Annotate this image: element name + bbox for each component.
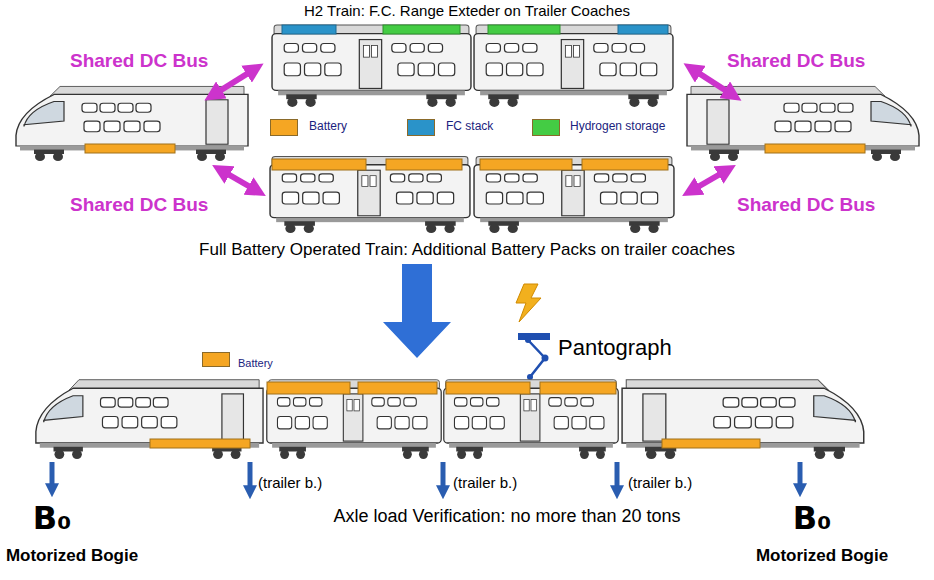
- dc-bus-arrow: [696, 173, 722, 188]
- axle-load-arrow: [50, 462, 55, 486]
- battery-pack: [358, 382, 437, 394]
- battery-pack: [582, 159, 668, 170]
- dc-bus-arrow: [226, 173, 252, 188]
- legend-swatch: [270, 119, 298, 136]
- pantograph-joint: [542, 355, 549, 362]
- battery-pack: [446, 382, 530, 394]
- axle-load-arrow: [798, 462, 803, 486]
- section-caption: Full Battery Operated Train: Additional …: [199, 240, 735, 260]
- pantograph-label: Pantograph: [558, 335, 672, 360]
- legend-text: Battery: [238, 357, 273, 370]
- battery-pack: [540, 382, 616, 394]
- dc-bus-arrow: [697, 72, 728, 92]
- axle-load-arrow: [615, 462, 620, 488]
- lightning-symbol: [516, 284, 541, 322]
- bogie-label: (trailer b.): [258, 474, 322, 491]
- bogie-label: Motorized Bogie: [6, 546, 138, 566]
- battery-pack: [267, 382, 350, 394]
- hydrogen-storage-pack: [488, 25, 560, 34]
- axle-load-arrow: [441, 462, 446, 488]
- dc-bus-arrow: [218, 72, 250, 92]
- trailer-coach: [474, 25, 673, 107]
- hydrogen-storage-pack: [383, 25, 460, 34]
- diagram-title: H2 Train: F.C. Range Exteder on Trailer …: [304, 2, 630, 19]
- motor-end-car: [36, 380, 263, 459]
- pantograph-head: [518, 333, 550, 340]
- bogie-symbol: B₀: [793, 500, 831, 537]
- trailer-coach: [270, 157, 470, 234]
- legend-text: Hydrogen storage: [570, 120, 665, 134]
- axle-load-arrow: [248, 462, 253, 488]
- trailer-coach: [474, 157, 674, 234]
- battery-pack: [765, 144, 865, 153]
- bogie-symbol: B₀: [33, 500, 71, 537]
- pantograph-joint: [525, 337, 531, 343]
- legend-text: FC stack: [446, 120, 493, 134]
- motor-end-car: [622, 380, 864, 459]
- motor-end-car: [687, 86, 919, 161]
- bogie-label: (trailer b.): [628, 474, 692, 491]
- battery-pack: [386, 159, 462, 170]
- pantograph-joint: [527, 374, 533, 380]
- bus-label: Shared DC Bus: [70, 50, 208, 72]
- trailer-coach: [267, 380, 441, 459]
- battery-pack: [480, 159, 572, 170]
- axle-note: Axle load Verification: no more than 20 …: [333, 506, 680, 527]
- trailer-coach: [444, 380, 618, 459]
- bus-label: Shared DC Bus: [727, 50, 865, 72]
- legend-swatch: [532, 119, 560, 136]
- battery-pack: [662, 439, 760, 448]
- motor-end-car: [16, 86, 248, 161]
- battery-pack: [150, 439, 250, 448]
- bogie-label: Motorized Bogie: [756, 546, 888, 566]
- bus-label: Shared DC Bus: [737, 194, 875, 216]
- bus-label: Shared DC Bus: [70, 194, 208, 216]
- fc-stack-pack: [618, 25, 668, 34]
- legend-swatch: [407, 119, 435, 136]
- legend-swatch: [202, 352, 230, 367]
- trailer-coach: [272, 25, 471, 107]
- battery-pack: [85, 144, 175, 153]
- big-down-arrow: [383, 264, 451, 358]
- fc-stack-pack: [282, 25, 336, 34]
- legend-text: Battery: [309, 120, 347, 134]
- bogie-label: (trailer b.): [453, 474, 517, 491]
- battery-pack: [272, 159, 366, 170]
